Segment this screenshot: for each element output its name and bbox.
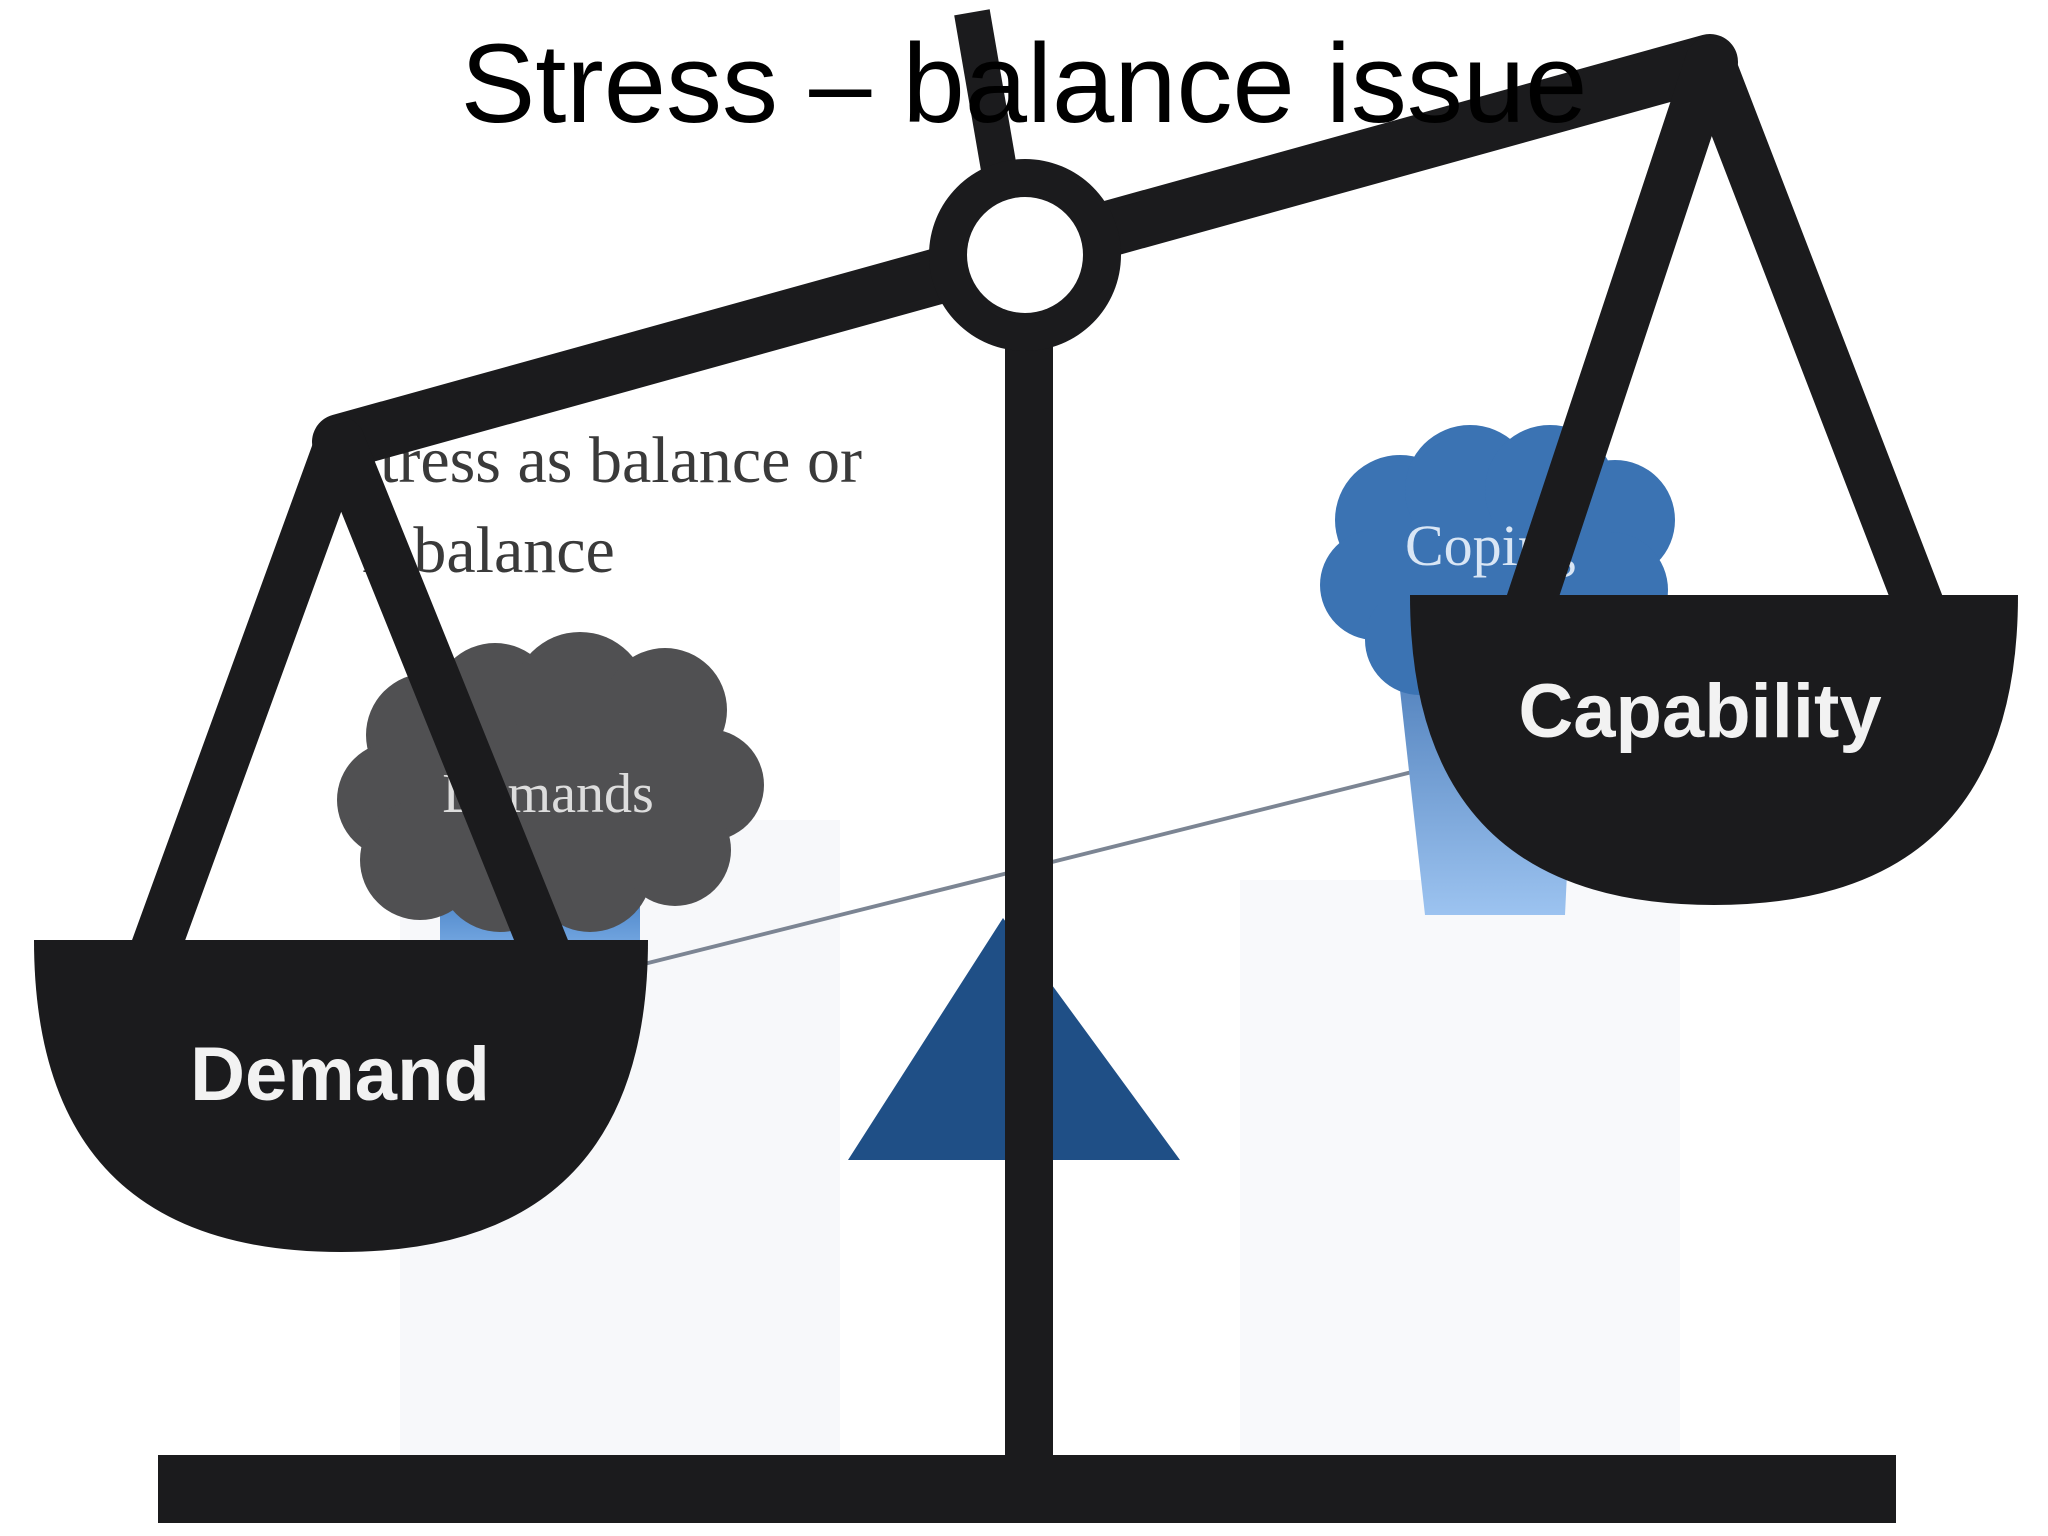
right-pan-hanger: [1501, 37, 1949, 629]
slide-title: Stress – balance issue: [460, 21, 1588, 146]
right-pan-label: Capability: [1518, 669, 1881, 754]
scale-finial: [954, 9, 1021, 196]
left-pan-hanger: [131, 417, 569, 960]
left-pan-label: Demand: [190, 1032, 490, 1117]
pivot-hole: [967, 197, 1083, 313]
balance-scale: Demand Capability: [34, 9, 2018, 1523]
scale-post: [1005, 330, 1053, 1465]
background-figure: tress as balance or mbalance Demands: [337, 424, 1680, 1520]
scale-base: [158, 1455, 1896, 1523]
left-pan: [34, 940, 648, 1252]
right-pan: [1410, 595, 2018, 905]
